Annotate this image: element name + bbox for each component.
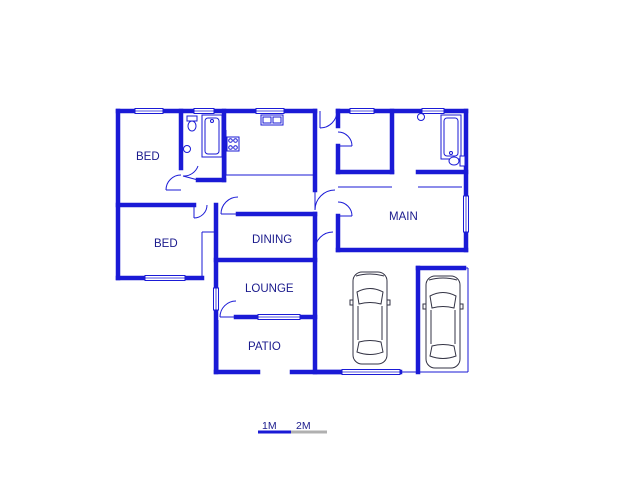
door-main-corridor [337,131,353,147]
door-entrance [319,110,338,129]
scale-bar: 1M 2M [258,420,327,434]
window [144,275,186,281]
door-dining [220,196,239,215]
door-main [337,201,353,217]
basin-icon [417,113,425,121]
room-label-main: MAIN [389,211,418,223]
fixtures [183,113,466,167]
room-label-bed-bottom: BED [154,238,178,250]
window [257,314,301,320]
door-lounge [219,300,237,318]
sink-icon [260,114,284,126]
windows [134,108,469,375]
window [463,195,469,233]
bathtub-icon [201,114,223,158]
door-bed-bottom [193,204,208,219]
room-label-lounge: LOUNGE [245,283,294,295]
bathtub-icon [440,114,462,160]
room-label-dining: DINING [252,234,292,246]
scale-label-2m: 2M [296,420,311,432]
stove-icon [226,136,240,152]
room-label-bed-top: BED [136,151,160,163]
window [193,108,215,114]
car-icon [349,271,391,365]
doors [165,110,353,318]
window [349,108,375,114]
car-icon [422,275,464,369]
scale-label-1m: 1M [262,420,277,432]
window [134,108,164,114]
room-label-patio: PATIO [248,341,281,353]
window [421,108,445,114]
window [213,287,219,311]
toilet-icon [186,115,198,132]
door-garage [314,231,334,251]
toilet-icon [448,155,466,167]
door-bath [182,165,199,181]
window [255,108,285,114]
basin-icon [183,145,191,153]
window [341,369,401,375]
door-kitchen [314,189,336,211]
door-bed-top [165,174,182,191]
